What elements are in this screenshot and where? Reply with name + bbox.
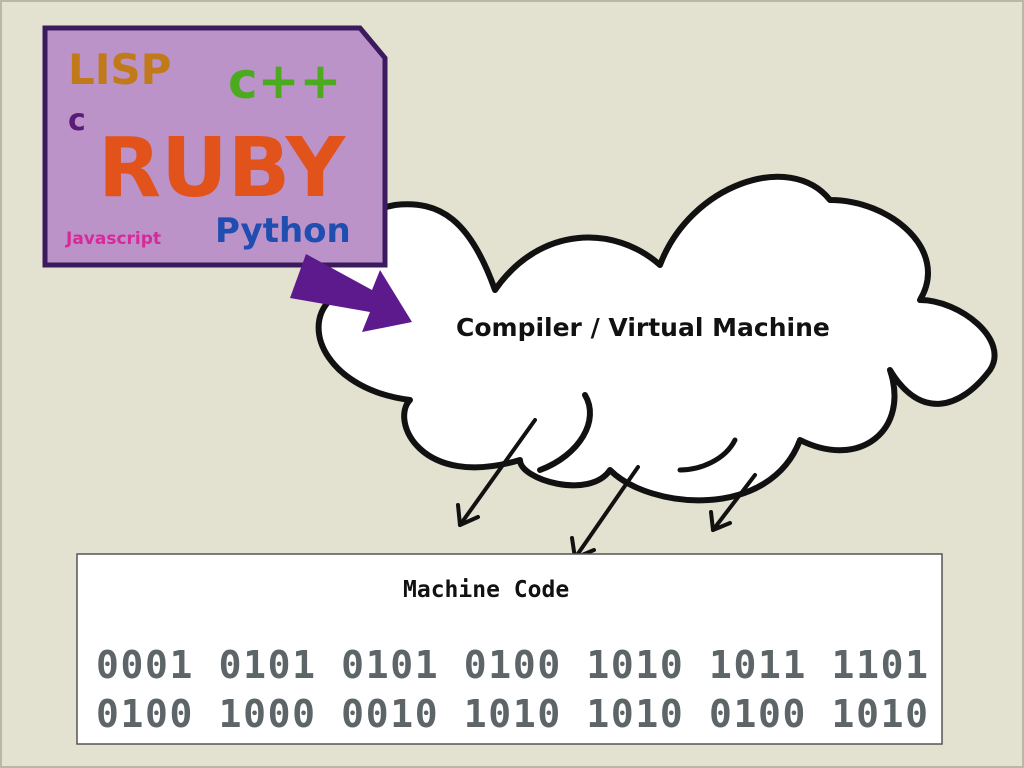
machine-code-title: Machine Code [403,577,569,603]
machine-code-panel [76,553,943,745]
languages-card-shape [42,25,388,268]
output-arrow-3 [709,473,757,532]
compiler-cloud: Compiler / Virtual Machine [315,173,998,504]
cloud-fold-right [677,437,738,473]
lang-cpp: c++ [228,52,341,110]
lang-ruby: RUBY [98,121,347,216]
output-arrow-1 [456,418,537,527]
machine-code-box: Machine Code 0001 0101 0101 0100 1010 10… [76,553,943,745]
lang-lisp: LISP [68,45,171,94]
languages-card: LISP c++ c RUBY Javascript Python [42,25,388,268]
lang-c: c [68,103,86,138]
output-arrows [456,418,757,560]
input-arrow [290,254,412,332]
machine-code-row-2: 0100 1000 0010 1010 1010 0100 1010 [96,692,928,736]
cloud-label: Compiler / Virtual Machine [456,313,830,342]
machine-code-row-1: 0001 0101 0101 0100 1010 1011 1101 [96,643,928,687]
lang-python: Python [215,211,351,251]
lang-javascript: Javascript [65,229,161,249]
cloud-fold-left [537,392,593,473]
cloud-shape [315,173,998,504]
